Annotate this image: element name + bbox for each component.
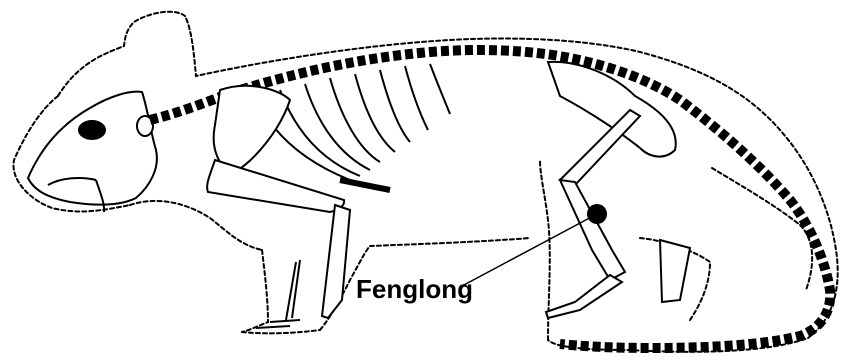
hindlimb: [546, 62, 690, 318]
scapula: [214, 86, 290, 172]
acupoint-marker: [587, 204, 607, 224]
ribcage: [255, 64, 450, 190]
acupoint-label: Fenglong: [356, 276, 473, 302]
skull: [28, 92, 157, 212]
forelimb: [207, 160, 350, 328]
leader-line: [462, 214, 597, 286]
